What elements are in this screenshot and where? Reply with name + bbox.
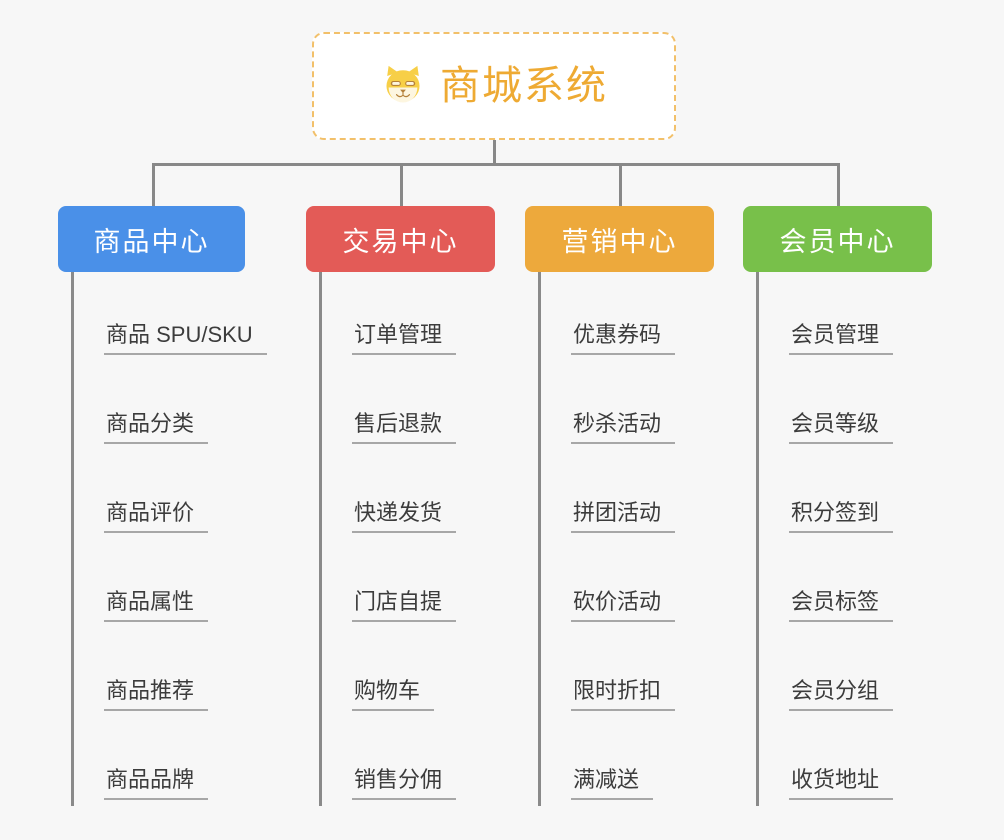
leaf-label: 商品分类 (104, 411, 209, 444)
branch-label: 商品中心 (93, 226, 210, 257)
leaf-list-trade-center: 订单管理 售后退款 快递发货 门店自提 购物车 销售分佣 (319, 272, 522, 806)
branch-header-product-center[interactable]: 商品中心 (58, 206, 245, 272)
leaf-label: 商品评价 (104, 500, 209, 533)
connector-root-stem (493, 140, 496, 165)
leaf-label: 积分签到 (789, 500, 894, 533)
leaf-label: 销售分佣 (352, 767, 457, 800)
leaf-label: 快递发货 (352, 500, 457, 533)
leaf-label: 收货地址 (789, 767, 894, 800)
leaf-list-member-center: 会员管理 会员等级 积分签到 会员标签 会员分组 收货地址 (756, 272, 959, 806)
leaf-list-product-center: 商品 SPU/SKU 商品分类 商品评价 商品属性 商品推荐 商品品牌 (71, 272, 274, 806)
branch-header-member-center[interactable]: 会员中心 (743, 206, 932, 272)
leaf-list-marketing-center: 优惠券码 秒杀活动 拼团活动 砍价活动 限时折扣 满减送 (538, 272, 741, 806)
leaf-label: 砍价活动 (571, 589, 676, 622)
list-item[interactable]: 商品分类 (74, 361, 274, 450)
list-item[interactable]: 会员分组 (759, 628, 959, 717)
root-title: 商城系统 (440, 64, 608, 108)
list-item[interactable]: 购物车 (322, 628, 522, 717)
list-item[interactable]: 商品属性 (74, 539, 274, 628)
leaf-label: 会员标签 (789, 589, 894, 622)
list-item[interactable]: 商品 SPU/SKU (74, 272, 274, 361)
list-item[interactable]: 商品推荐 (74, 628, 274, 717)
list-item[interactable]: 优惠券码 (541, 272, 741, 361)
list-item[interactable]: 快递发货 (322, 450, 522, 539)
branch-header-trade-center[interactable]: 交易中心 (306, 206, 495, 272)
branch-member-center: 会员中心 会员管理 会员等级 积分签到 会员标签 会员分组 收货地址 (743, 206, 959, 806)
leaf-label: 满减送 (571, 767, 654, 800)
leaf-label: 会员等级 (789, 411, 894, 444)
leaf-label: 会员管理 (789, 322, 894, 355)
connector-drop-4 (837, 163, 840, 208)
list-item[interactable]: 会员标签 (759, 539, 959, 628)
connector-drop-3 (619, 163, 622, 208)
leaf-label: 订单管理 (352, 322, 457, 355)
shiba-inu-dog-face-icon (386, 65, 420, 103)
connector-drop-1 (152, 163, 155, 208)
leaf-label: 售后退款 (352, 411, 457, 444)
root-node[interactable]: 商城系统 (312, 32, 676, 140)
list-item[interactable]: 砍价活动 (541, 539, 741, 628)
leaf-label: 拼团活动 (571, 500, 676, 533)
leaf-label: 商品 SPU/SKU (104, 322, 267, 355)
connector-horizontal-bus (152, 163, 839, 166)
list-item[interactable]: 售后退款 (322, 361, 522, 450)
leaf-label: 门店自提 (352, 589, 457, 622)
leaf-label: 商品属性 (104, 589, 209, 622)
leaf-label: 优惠券码 (571, 322, 676, 355)
list-item[interactable]: 满减送 (541, 717, 741, 806)
connector-drop-2 (400, 163, 403, 208)
branch-trade-center: 交易中心 订单管理 售后退款 快递发货 门店自提 购物车 销售分佣 (306, 206, 522, 806)
leaf-label: 会员分组 (789, 678, 894, 711)
list-item[interactable]: 拼团活动 (541, 450, 741, 539)
leaf-label: 秒杀活动 (571, 411, 676, 444)
leaf-label: 购物车 (352, 678, 435, 711)
branch-header-marketing-center[interactable]: 营销中心 (525, 206, 714, 272)
list-item[interactable]: 商品评价 (74, 450, 274, 539)
list-item[interactable]: 积分签到 (759, 450, 959, 539)
leaf-label: 限时折扣 (571, 678, 676, 711)
list-item[interactable]: 限时折扣 (541, 628, 741, 717)
branch-label: 交易中心 (342, 226, 459, 257)
branch-marketing-center: 营销中心 优惠券码 秒杀活动 拼团活动 砍价活动 限时折扣 满减送 (525, 206, 741, 806)
list-item[interactable]: 销售分佣 (322, 717, 522, 806)
branch-label: 会员中心 (779, 226, 896, 257)
leaf-label: 商品推荐 (104, 678, 209, 711)
branch-label: 营销中心 (561, 226, 678, 257)
branch-product-center: 商品中心 商品 SPU/SKU 商品分类 商品评价 商品属性 商品推荐 商品品牌 (58, 206, 274, 806)
list-item[interactable]: 收货地址 (759, 717, 959, 806)
list-item[interactable]: 商品品牌 (74, 717, 274, 806)
list-item[interactable]: 订单管理 (322, 272, 522, 361)
list-item[interactable]: 会员等级 (759, 361, 959, 450)
list-item[interactable]: 秒杀活动 (541, 361, 741, 450)
list-item[interactable]: 门店自提 (322, 539, 522, 628)
leaf-label: 商品品牌 (104, 767, 209, 800)
list-item[interactable]: 会员管理 (759, 272, 959, 361)
